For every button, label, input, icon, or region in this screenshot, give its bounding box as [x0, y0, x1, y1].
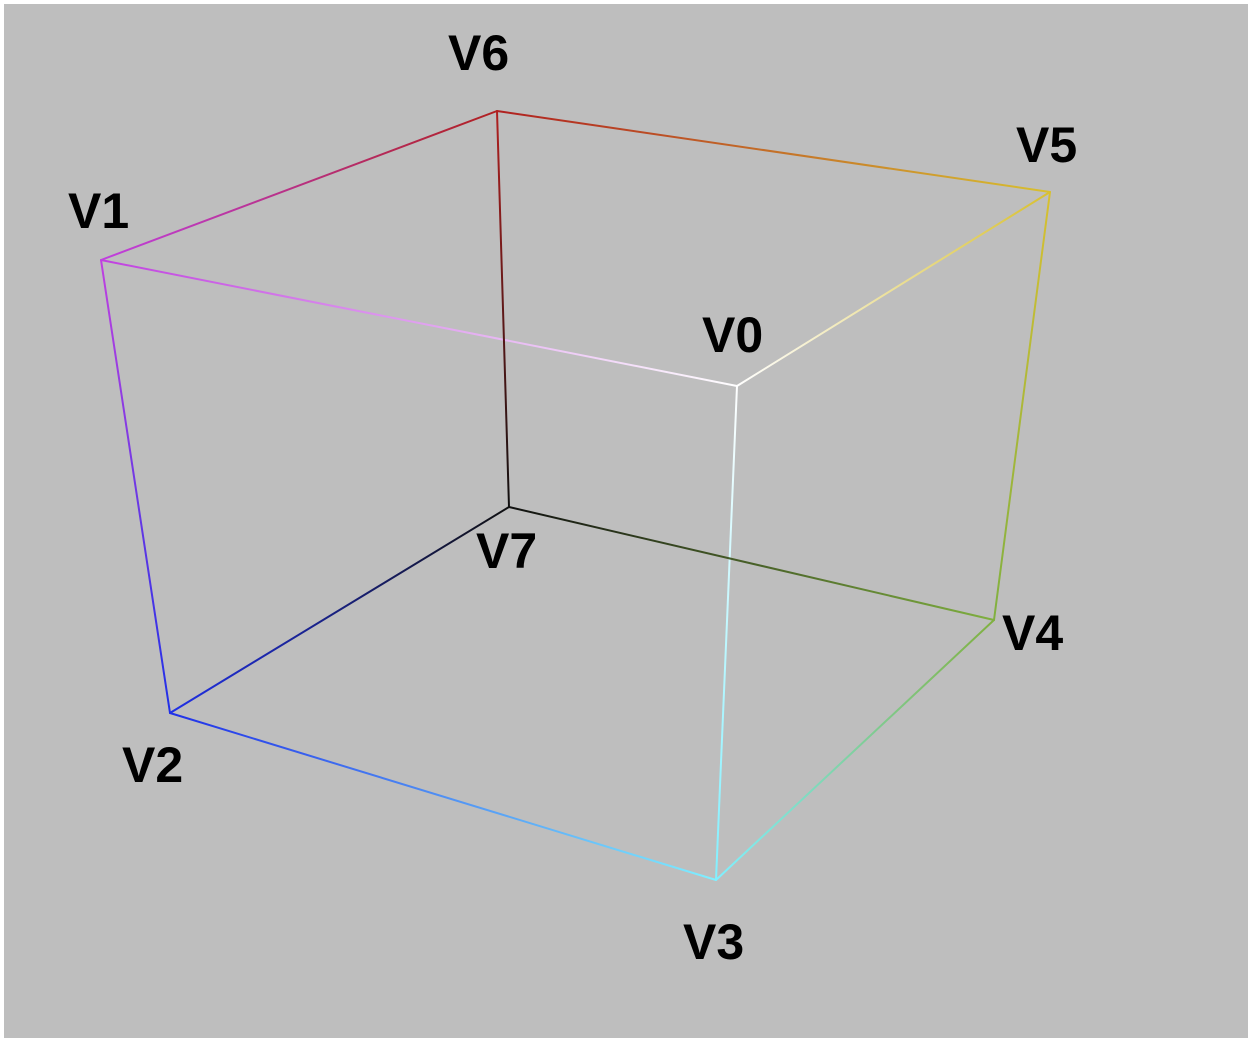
vertex-label-v7: V7 — [476, 523, 537, 579]
vertex-labels: V6 V5 V1 V0 V7 V4 V2 V3 — [68, 25, 1077, 970]
vertex-label-v3: V3 — [683, 914, 744, 970]
edge-v0-v3 — [715, 385, 738, 881]
edge-v5-v4 — [993, 191, 1051, 621]
edge-v0-v5 — [736, 191, 1051, 387]
edge-v7-v2 — [169, 506, 510, 714]
edge-v6-v7 — [496, 110, 510, 508]
edge-v1-v0 — [100, 259, 738, 387]
edge-v1-v6 — [100, 110, 498, 261]
vertex-label-v2: V2 — [122, 737, 183, 793]
cube-edges — [100, 110, 1051, 881]
edge-v3-v4 — [715, 619, 995, 881]
vertex-label-v5: V5 — [1016, 117, 1077, 173]
vertex-label-v0: V0 — [702, 307, 763, 363]
vertex-label-v1: V1 — [68, 183, 129, 239]
diagram-viewport — [4, 4, 1248, 1038]
edge-v1-v2 — [100, 259, 171, 714]
edge-v7-v4 — [508, 506, 995, 621]
vertex-label-v4: V4 — [1002, 605, 1063, 661]
vertex-label-v6: V6 — [448, 25, 509, 81]
edge-v6-v5 — [496, 110, 1051, 193]
edge-v2-v3 — [169, 712, 717, 881]
